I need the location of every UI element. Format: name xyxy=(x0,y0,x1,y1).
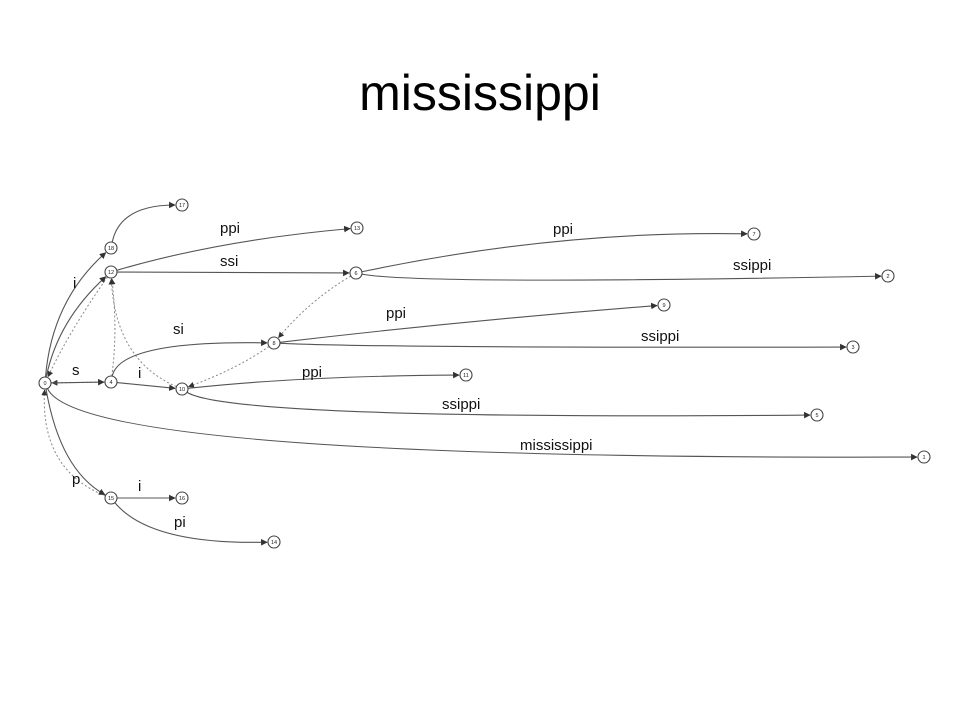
node-circle xyxy=(459,368,473,382)
edge-label-n0-n15: p xyxy=(72,471,80,488)
tree-edge-n0-n18 xyxy=(44,252,107,378)
node-circle xyxy=(175,198,189,212)
node-circle xyxy=(846,340,860,354)
edge-label-n6-n2: ssippi xyxy=(733,257,771,274)
edge-label-n12-n13: ppi xyxy=(220,220,240,237)
node-label: 12 xyxy=(108,270,114,276)
node-label: 7 xyxy=(752,232,755,238)
node-label: 17 xyxy=(179,203,185,209)
edge-label-n10-n11: ppi xyxy=(302,364,322,381)
node-circle xyxy=(104,491,118,505)
tree-node-16: 16 xyxy=(175,491,189,505)
tree-node-17: 17 xyxy=(175,198,189,212)
tree-edge-n12-n6 xyxy=(116,269,350,277)
edge-label-n15-n14: pi xyxy=(174,514,186,531)
tree-node-4: 4 xyxy=(104,375,118,389)
tree-node-9: 9 xyxy=(657,298,671,312)
tree-node-3: 3 xyxy=(846,340,860,354)
node-circle xyxy=(810,408,824,422)
node-circle xyxy=(917,450,931,464)
node-label: 10 xyxy=(179,387,185,393)
node-circle xyxy=(349,266,363,280)
node-circle xyxy=(175,491,189,505)
tree-node-18: 18 xyxy=(104,241,118,255)
tree-edge-n0-n15 xyxy=(45,388,106,496)
tree-edge-n6-n2 xyxy=(361,272,882,281)
node-circle xyxy=(350,221,364,235)
edge-label-n0-n12: i xyxy=(73,275,76,292)
tree-node-2: 2 xyxy=(881,269,895,283)
tree-node-7: 7 xyxy=(747,227,761,241)
node-label: 15 xyxy=(108,496,114,502)
node-circle xyxy=(747,227,761,241)
node-label: 6 xyxy=(354,271,357,277)
tree-node-14: 14 xyxy=(267,535,281,549)
suffix-link-n8-n10 xyxy=(188,346,270,388)
tree-node-15: 15 xyxy=(104,491,118,505)
edge-label-n15-n16: i xyxy=(138,478,141,495)
tree-edge-n6-n7 xyxy=(361,230,748,273)
node-circle xyxy=(104,241,118,255)
tree-edge-n10-n5 xyxy=(186,391,811,419)
suffix-link-n10-n12 xyxy=(108,278,177,388)
node-label: 11 xyxy=(463,373,469,379)
tree-edge-n0-n4 xyxy=(50,378,105,386)
tree-edge-n0-n1 xyxy=(46,388,918,461)
edge-label-n0-n1: mississippi xyxy=(520,437,593,454)
edge-label-n0-n4: s xyxy=(72,362,80,379)
node-label: 8 xyxy=(272,341,275,347)
edge-label-n4-n10: i xyxy=(138,365,141,382)
tree-node-0: 0 xyxy=(38,376,52,390)
suffix-link-n4-n12 xyxy=(109,278,116,377)
node-label: 4 xyxy=(109,380,112,386)
tree-node-1: 1 xyxy=(917,450,931,464)
node-label: 9 xyxy=(662,303,665,309)
page-title: mississippi xyxy=(359,65,601,121)
node-circle xyxy=(267,535,281,549)
node-circle xyxy=(104,375,118,389)
edge-label-n6-n7: ppi xyxy=(553,221,573,238)
tree-edge-n4-n8 xyxy=(111,339,268,377)
edge-label-n8-n3: ssippi xyxy=(641,328,679,345)
tree-node-5: 5 xyxy=(810,408,824,422)
node-circle xyxy=(267,336,281,350)
node-circle xyxy=(104,265,118,279)
node-circle xyxy=(175,382,189,396)
node-label: 13 xyxy=(354,226,360,232)
node-label: 0 xyxy=(43,381,46,387)
tree-edge-n12-n13 xyxy=(116,225,351,271)
node-label: 16 xyxy=(179,496,185,502)
node-label: 1 xyxy=(922,455,925,461)
edge-label-n12-n6: ssi xyxy=(220,253,238,270)
node-label: 2 xyxy=(886,274,889,280)
node-label: 18 xyxy=(108,246,114,252)
tree-edge-n8-n3 xyxy=(279,342,847,351)
tree-node-8: 8 xyxy=(267,336,281,350)
tree-node-12: 12 xyxy=(104,265,118,279)
suffix-link-n15-n0 xyxy=(41,389,106,497)
tree-edge-n0-n12 xyxy=(45,276,107,378)
suffix-link-n12-n0 xyxy=(47,276,108,378)
node-circle xyxy=(881,269,895,283)
tree-node-11: 11 xyxy=(459,368,473,382)
node-label: 3 xyxy=(851,345,854,351)
edge-label-n4-n8: si xyxy=(173,321,184,338)
edge-label-n8-n9: ppi xyxy=(386,305,406,322)
node-circle xyxy=(38,376,52,390)
tree-node-13: 13 xyxy=(350,221,364,235)
edge-label-n10-n5: ssippi xyxy=(442,396,480,413)
node-label: 5 xyxy=(815,413,818,419)
tree-edge-n8-n9 xyxy=(279,302,658,343)
tree-node-6: 6 xyxy=(349,266,363,280)
node-label: 14 xyxy=(271,540,277,546)
tree-edge-n15-n14 xyxy=(114,502,268,546)
node-circle xyxy=(657,298,671,312)
suffix-link-n6-n8 xyxy=(278,275,352,339)
tree-edge-n10-n11 xyxy=(187,371,460,389)
tree-node-10: 10 xyxy=(175,382,189,396)
tree-edge-n18-n17 xyxy=(111,201,176,243)
tree-edge-n4-n10 xyxy=(116,382,176,392)
